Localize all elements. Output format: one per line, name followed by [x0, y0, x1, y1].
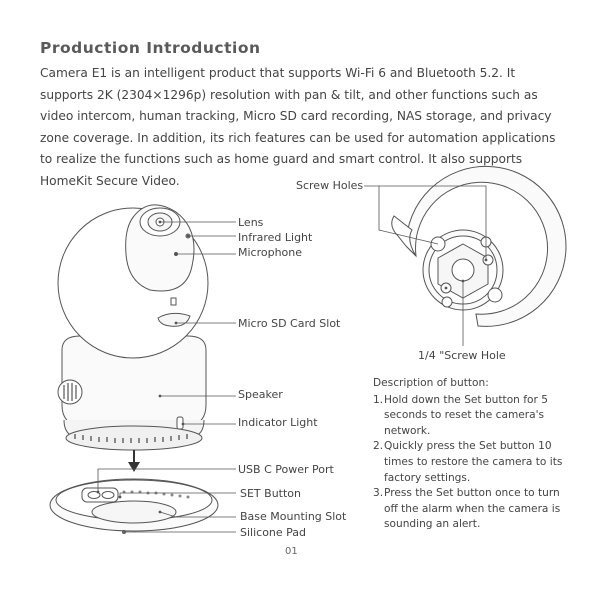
label-infrared-light: Infrared Light	[238, 231, 313, 244]
label-quarter-screw-hole: 1/4 "Screw Hole	[418, 349, 506, 362]
button-description-item-1: 1. Hold down the Set button for 5 second…	[373, 393, 573, 440]
base-mount	[49, 478, 219, 534]
item-text: Quickly press the Set button 10 times to…	[384, 440, 563, 484]
button-description-item-3: 3. Press the Set button once to turn off…	[373, 486, 573, 533]
label-lens: Lens	[238, 216, 264, 229]
label-usb-c-port: USB C Power Port	[238, 463, 334, 476]
label-set-button: SET Button	[240, 487, 301, 500]
camera-body	[57, 204, 209, 451]
button-description-title: Description of button:	[373, 377, 489, 389]
button-description-item-2: 2. Quickly press the Set button 10 times…	[373, 439, 573, 486]
wall-bracket	[391, 165, 567, 327]
item-text: Hold down the Set button for 5 seconds t…	[384, 393, 548, 437]
label-micro-sd-slot: Micro SD Card Slot	[238, 317, 341, 330]
item-number: 1.	[373, 393, 384, 406]
button-description: Description of button: 1. Hold down the …	[373, 376, 573, 533]
page-number: 01	[285, 546, 298, 557]
item-number: 3.	[373, 487, 384, 500]
arrow-down-icon	[128, 450, 140, 472]
label-base-mounting-slot: Base Mounting Slot	[240, 510, 347, 523]
item-number: 2.	[373, 440, 384, 453]
item-text: Press the Set button once to turn off th…	[384, 487, 561, 531]
label-indicator-light: Indicator Light	[238, 416, 318, 429]
label-speaker: Speaker	[238, 388, 283, 401]
page-title: Production Introduction	[40, 39, 261, 57]
label-screw-holes: Screw Holes	[296, 179, 364, 192]
intro-paragraph: Camera E1 is an intelligent product that…	[40, 66, 556, 188]
label-silicone-pad: Silicone Pad	[240, 526, 307, 539]
label-microphone: Microphone	[238, 246, 303, 259]
